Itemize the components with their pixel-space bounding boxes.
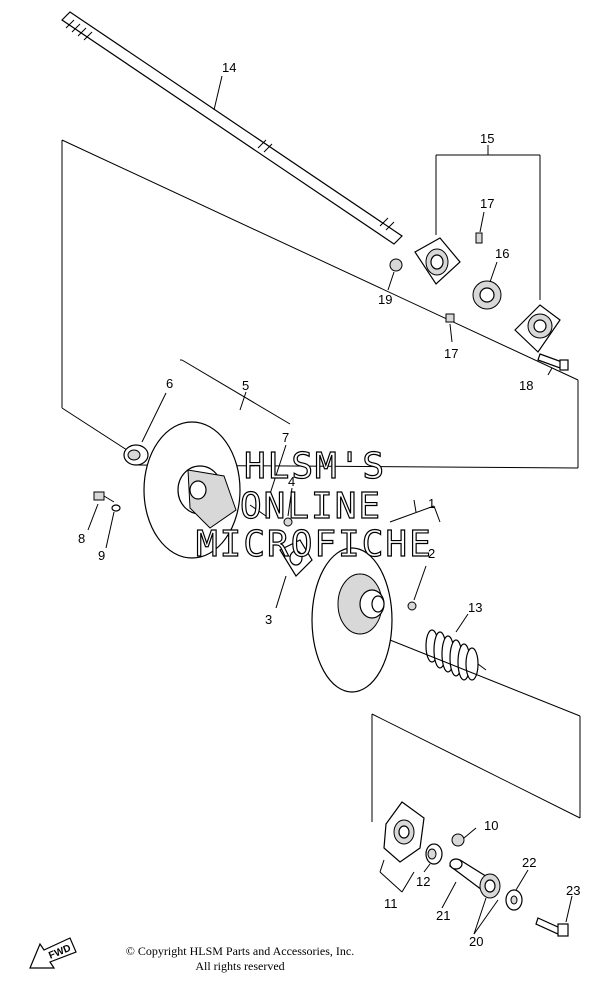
- label-16: 16: [495, 246, 509, 261]
- label-12: 12: [416, 874, 430, 889]
- sheave-part-1: [311, 547, 393, 693]
- bearing-part-16: [472, 280, 502, 310]
- fwd-arrow-icon: FWD: [29, 937, 77, 969]
- flange-part-15b: [514, 304, 561, 353]
- label-20: 20: [469, 934, 483, 949]
- bushing-part-6: [123, 444, 149, 466]
- label-23: 23: [566, 883, 580, 898]
- label-18: 18: [519, 378, 533, 393]
- label-5: 5: [242, 378, 249, 393]
- label-15: 15: [480, 131, 494, 146]
- watermark-line-2: ONLINE: [240, 486, 382, 527]
- label-17-bottom: 17: [444, 346, 458, 361]
- label-2: 2: [428, 546, 435, 561]
- label-19: 19: [378, 292, 392, 307]
- washer-part-22: [505, 889, 523, 911]
- label-3: 3: [265, 612, 272, 627]
- gasket-part-3: [279, 539, 313, 577]
- washer-part-9: [111, 504, 121, 512]
- bolt-part-23: [535, 917, 569, 937]
- label-7: 7: [282, 430, 289, 445]
- label-14: 14: [222, 60, 236, 75]
- spring-part-13: [425, 629, 487, 681]
- label-10: 10: [484, 818, 498, 833]
- roller-part-20: [479, 873, 501, 899]
- bolt-part-8: [93, 491, 115, 503]
- label-17-top: 17: [480, 196, 494, 211]
- flange-part-15a: [414, 237, 461, 285]
- label-13: 13: [468, 600, 482, 615]
- label-6: 6: [166, 376, 173, 391]
- screw-part-4: [283, 517, 293, 527]
- set-screw-part-17a: [475, 232, 483, 244]
- label-9: 9: [98, 548, 105, 563]
- copyright-line-1: © Copyright HLSM Parts and Accessories, …: [125, 944, 355, 958]
- fwd-label: FWD: [47, 943, 72, 962]
- set-screw-part-17b: [445, 313, 455, 323]
- sheave-part-5: [143, 421, 241, 559]
- watermark-line-1: HLSM'S: [244, 446, 386, 487]
- label-8: 8: [78, 531, 85, 546]
- watermark-line-3: MICROFICHE: [196, 524, 433, 565]
- nut-part-10: [451, 833, 465, 847]
- copyright-line-2: All rights reserved: [195, 959, 285, 973]
- label-22: 22: [522, 855, 536, 870]
- nut-part-19: [389, 258, 403, 272]
- bolt-part-18: [537, 353, 569, 371]
- shaft-part-14: [61, 11, 403, 245]
- label-4: 4: [288, 474, 295, 489]
- label-11: 11: [384, 896, 398, 911]
- label-21: 21: [436, 908, 450, 923]
- screw-part-2: [407, 601, 417, 611]
- bushing-part-12: [425, 843, 443, 865]
- spider-part-11: [383, 801, 425, 863]
- label-1: 1: [428, 496, 435, 511]
